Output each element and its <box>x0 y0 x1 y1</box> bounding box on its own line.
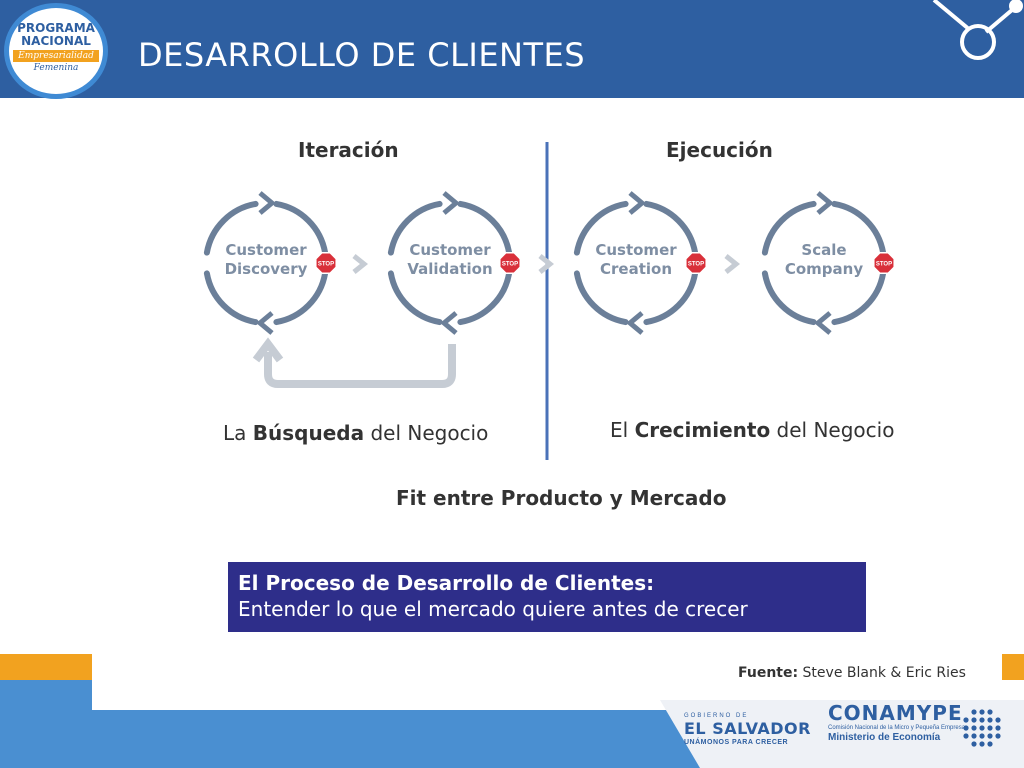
stage-label-line1: Customer <box>409 241 491 259</box>
globe-dot <box>971 717 977 723</box>
globe-dot <box>971 741 977 747</box>
globe-dot <box>995 733 1001 739</box>
process-subtitle: Entender lo que el mercado quiere antes … <box>238 597 748 621</box>
process-summary-box: El Proceso de Desarrollo de Clientes: En… <box>228 562 866 632</box>
logo-line-2: NACIONAL <box>21 34 91 48</box>
stop-sign-label: STOP <box>688 262 704 268</box>
cycle-arc-top-left <box>573 200 629 256</box>
stage-label-line1: Customer <box>595 241 677 259</box>
globe-dot <box>995 717 1001 723</box>
stage-label-line2: Company <box>784 260 864 278</box>
logo-line-1: PROGRAMA <box>17 21 95 35</box>
cycle-chevron-top-icon <box>628 191 645 215</box>
growth-caption: El Crecimiento del Negocio <box>610 418 895 442</box>
cycle-arc-top-left <box>761 200 817 256</box>
cycle-arc-bottom-left <box>573 270 629 326</box>
cycle-arc-bottom-left <box>761 270 817 326</box>
globe-dot <box>971 725 977 731</box>
program-logo: PROGRAMA NACIONAL Empresarialidad Femeni… <box>4 3 108 99</box>
globe-dots-icon <box>963 709 1001 747</box>
product-market-fit-label: Fit entre Producto y Mercado <box>396 486 727 510</box>
loop-back-arrow <box>264 344 456 388</box>
stage-label-line2: Creation <box>600 260 672 278</box>
globe-dot <box>963 725 969 731</box>
globe-dot <box>979 733 985 739</box>
iteration-heading: Iteración <box>298 138 399 162</box>
next-arrow-3 <box>724 254 741 274</box>
execution-heading: Ejecución <box>666 138 773 162</box>
cycle-chevron-bottom-icon <box>627 311 644 335</box>
globe-dot <box>971 733 977 739</box>
stop-sign-label: STOP <box>318 262 334 268</box>
search-caption: La Búsqueda del Negocio <box>223 421 489 445</box>
globe-dot <box>987 709 993 715</box>
globe-dot <box>979 725 985 731</box>
globe-dot <box>987 741 993 747</box>
loop-back-arrowhead <box>252 337 284 363</box>
cycle-arc-top-right <box>831 200 887 256</box>
gobierno-el-salvador-logo: GOBIERNO DE EL SALVADOR UNÁMONOS PARA CR… <box>684 713 811 746</box>
molecule-decoration-icon <box>932 0 1023 60</box>
accent-strip-left <box>0 654 92 680</box>
blue-block-left <box>0 680 92 768</box>
globe-dot <box>979 741 985 747</box>
header-bar <box>0 0 1024 98</box>
cycle-arc-bottom-left <box>203 270 259 326</box>
stop-sign-label: STOP <box>502 262 518 268</box>
stage-label-line2: Discovery <box>224 260 308 278</box>
next-arrow-2 <box>538 254 555 274</box>
logo-line-4: Femenina <box>33 63 79 73</box>
cycle-chevron-top-icon <box>442 191 459 215</box>
globe-dot <box>971 709 977 715</box>
conamype-logo: CONAMYPE Comisión Nacional de la Micro y… <box>828 701 966 743</box>
globe-dot <box>963 717 969 723</box>
cycle-arc-bottom-right <box>273 270 329 326</box>
stop-sign-icon <box>685 252 707 274</box>
stage-label-line2: Validation <box>407 260 493 278</box>
cycle-arc-top-left <box>203 200 259 256</box>
cycle-arc-top-left <box>387 200 443 256</box>
cycle-chevron-bottom-icon <box>815 311 832 335</box>
cycle-chevron-bottom-icon <box>441 311 458 335</box>
footer-logo-panel <box>660 700 1024 768</box>
stop-sign-icon <box>873 252 895 274</box>
process-title: El Proceso de Desarrollo de Clientes: <box>238 571 655 595</box>
globe-dot <box>987 725 993 731</box>
page-title: DESARROLLO DE CLIENTES <box>138 36 586 74</box>
cycle-arc-bottom-left <box>387 270 443 326</box>
stop-sign-icon <box>315 252 337 274</box>
source-citation: Fuente: Steve Blank & Eric Ries <box>738 665 966 681</box>
stop-sign-label: STOP <box>876 262 892 268</box>
cycle-arc-bottom-right <box>831 270 887 326</box>
globe-dot <box>963 733 969 739</box>
globe-dot <box>987 717 993 723</box>
logo-line-3: Empresarialidad <box>13 50 99 62</box>
cycle-arc-bottom-right <box>457 270 513 326</box>
globe-dot <box>987 733 993 739</box>
accent-strip-right <box>1002 654 1024 680</box>
stage-label-line1: Scale <box>801 241 847 259</box>
globe-dot <box>995 725 1001 731</box>
cycle-arc-bottom-right <box>643 270 699 326</box>
cycle-chevron-bottom-icon <box>257 311 274 335</box>
customer-development-diagram: STOP STOP STOP STOP <box>203 142 895 460</box>
cycle-arc-top-right <box>457 200 513 256</box>
stage-label-line1: Customer <box>225 241 307 259</box>
next-arrow-1 <box>352 254 369 274</box>
cycle-chevron-top-icon <box>816 191 833 215</box>
cycle-arc-top-right <box>273 200 329 256</box>
globe-dot <box>979 717 985 723</box>
stop-sign-icon <box>499 252 521 274</box>
globe-dot <box>979 709 985 715</box>
cycle-arc-top-right <box>643 200 699 256</box>
cycle-chevron-top-icon <box>258 191 275 215</box>
